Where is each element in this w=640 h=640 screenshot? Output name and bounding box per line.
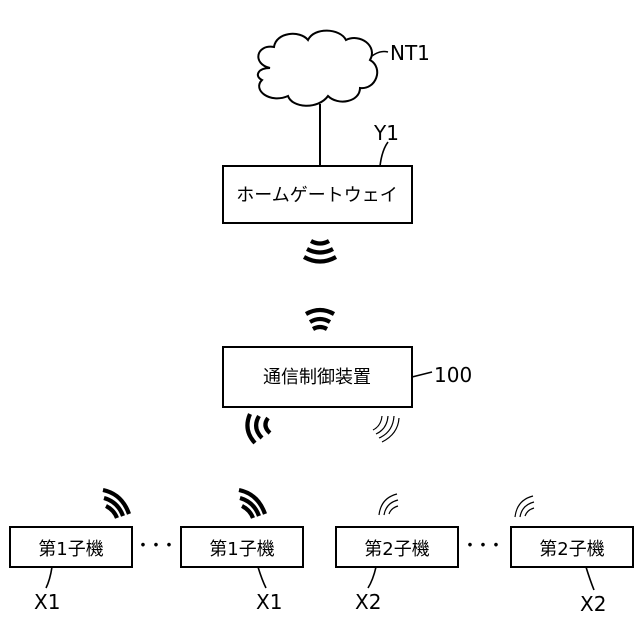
- controller-signal-strong-icon: [247, 414, 270, 443]
- child-ref-leader-4: [586, 567, 594, 590]
- controller-signal-weak-icon: [373, 416, 399, 442]
- gateway-signal-icon: [304, 241, 336, 262]
- child-1-signal-icon: [103, 490, 129, 518]
- ellipsis-2: ･･･: [464, 534, 503, 559]
- network-label: NT1: [390, 41, 430, 65]
- child-label-3: 第2子機: [364, 539, 429, 560]
- controller-label: 通信制御装置: [263, 367, 371, 388]
- ellipsis-1: ･･･: [137, 534, 176, 559]
- controller-signal-up-icon-inner: [313, 327, 327, 329]
- network-cloud: [258, 31, 377, 106]
- child-ref-2: X1: [256, 590, 282, 614]
- child-ref-1: X1: [34, 590, 60, 614]
- child-label-1: 第1子機: [38, 539, 103, 560]
- child-ref-3: X2: [355, 590, 381, 614]
- gateway-ref: Y1: [373, 121, 399, 145]
- child-3-signal-icon: [379, 494, 398, 515]
- controller-ref: 100: [434, 363, 472, 387]
- controller-signal-up-icon: [306, 310, 334, 322]
- network-leader-line: [372, 52, 388, 57]
- gateway-ref-leader: [380, 142, 388, 166]
- child-ref-leader-2: [258, 567, 266, 588]
- child-ref-4: X2: [580, 592, 606, 616]
- child-2-signal-icon: [239, 490, 265, 518]
- child-ref-leader-3: [368, 567, 376, 588]
- child-label-4: 第2子機: [539, 539, 604, 560]
- child-4-signal-icon: [515, 496, 534, 517]
- child-label-2: 第1子機: [209, 539, 274, 560]
- gateway-label: ホームゲートウェイ: [236, 185, 397, 206]
- controller-ref-leader: [412, 372, 432, 377]
- child-ref-leader-1: [46, 567, 52, 588]
